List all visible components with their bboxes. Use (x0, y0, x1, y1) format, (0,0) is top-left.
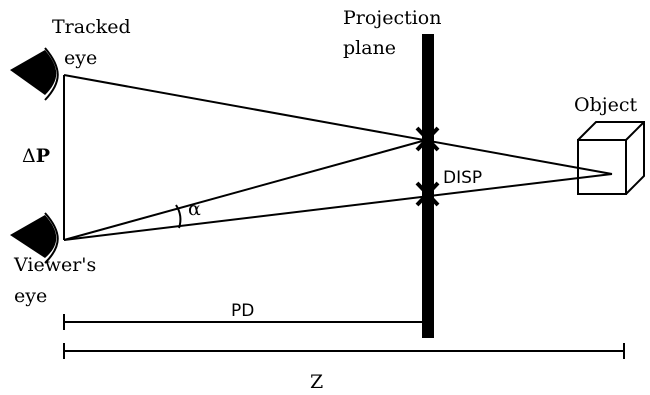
viewers-eye-icon (10, 212, 59, 264)
intersection-marker-lower (415, 181, 440, 207)
z-dimension-line (63, 343, 625, 359)
z-label: Z (310, 371, 323, 393)
delta-p-label: ΔP (22, 145, 50, 167)
projection-plane-label-line2: plane (343, 37, 396, 59)
projection-plane-label-line1: Projection (343, 7, 441, 29)
delta-symbol: Δ (22, 145, 36, 167)
tracked-eye-label-line2: eye (64, 47, 97, 69)
tracked-eye-label-line1: Tracked (52, 16, 131, 38)
viewers-eye-ray (63, 173, 613, 241)
pd-dimension-line (63, 314, 428, 330)
tracked-eye-ray-lower (63, 139, 427, 241)
alpha-angle-arc (175, 204, 182, 229)
alpha-label: α (188, 198, 201, 220)
tracked-eye-icon (10, 47, 59, 101)
pd-label: PD (231, 301, 254, 321)
delta-p-letter: P (36, 145, 50, 167)
disp-label: DISP (443, 168, 482, 188)
viewers-eye-label-line1: Viewer's (13, 254, 96, 276)
object-cube-icon (577, 121, 645, 195)
tracked-eye-ray-upper (63, 74, 613, 175)
object-label: Object (574, 94, 638, 116)
viewers-eye-label-line2: eye (14, 285, 47, 307)
intersection-marker-upper (415, 126, 440, 152)
